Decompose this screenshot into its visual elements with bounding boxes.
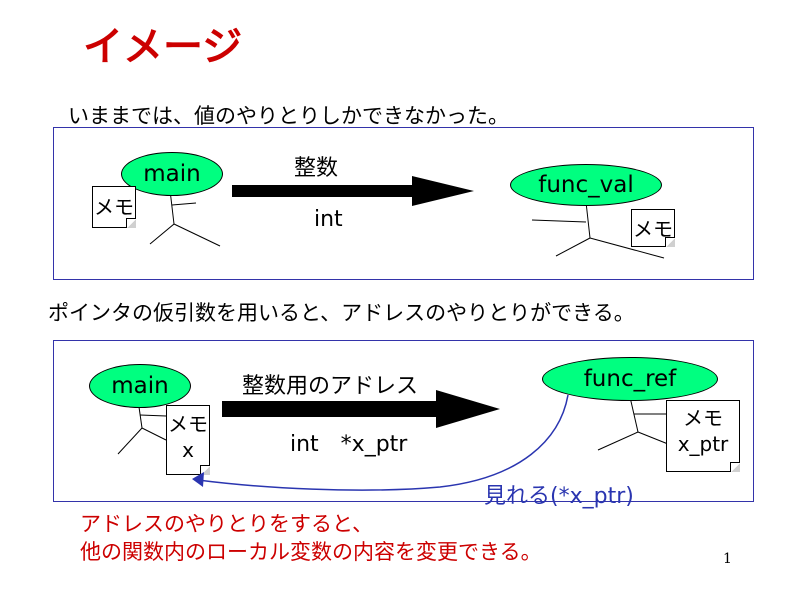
- label-integer: 整数: [294, 156, 339, 181]
- memo-main-x: メモ x: [166, 405, 210, 475]
- node-func-val-label: func_val: [538, 172, 634, 198]
- conclusion-line2: 他の関数内のローカル変数の内容を変更できる。: [80, 540, 542, 564]
- node-main-caller-2: main: [89, 364, 191, 408]
- memo-main-label: メモ: [94, 195, 134, 219]
- memo-func-val: メモ: [631, 209, 675, 247]
- node-main-caller: main: [121, 152, 223, 196]
- memo-func-ref-line1: メモ: [683, 406, 723, 430]
- label-can-see: 見れる(*x_ptr): [484, 484, 634, 509]
- node-func-ref: func_ref: [542, 357, 718, 401]
- label-int-xptr: int *x_ptr: [290, 432, 408, 457]
- page-number: 1: [723, 551, 732, 567]
- node-main-2-label: main: [111, 373, 169, 399]
- node-main-label: main: [143, 161, 201, 187]
- memo-main-x-line1: メモ: [168, 412, 208, 436]
- label-integer-address: 整数用のアドレス: [242, 374, 419, 399]
- caption-address-passing: ポインタの仮引数を用いると、アドレスのやりとりができる。: [48, 301, 635, 325]
- memo-main-x-line2: x: [182, 438, 194, 462]
- node-func-val: func_val: [510, 164, 662, 206]
- label-int: int: [314, 207, 343, 232]
- caption-value-passing: いままでは、値のやりとりしかできなかった。: [68, 104, 509, 128]
- slide-title: イメージ: [83, 24, 243, 70]
- conclusion-line1: アドレスのやりとりをすると、: [80, 512, 374, 536]
- memo-func-ref-line2: x_ptr: [677, 432, 729, 456]
- memo-func-ref: メモ x_ptr: [666, 400, 740, 472]
- node-func-ref-label: func_ref: [583, 366, 677, 392]
- memo-main: メモ: [92, 186, 136, 228]
